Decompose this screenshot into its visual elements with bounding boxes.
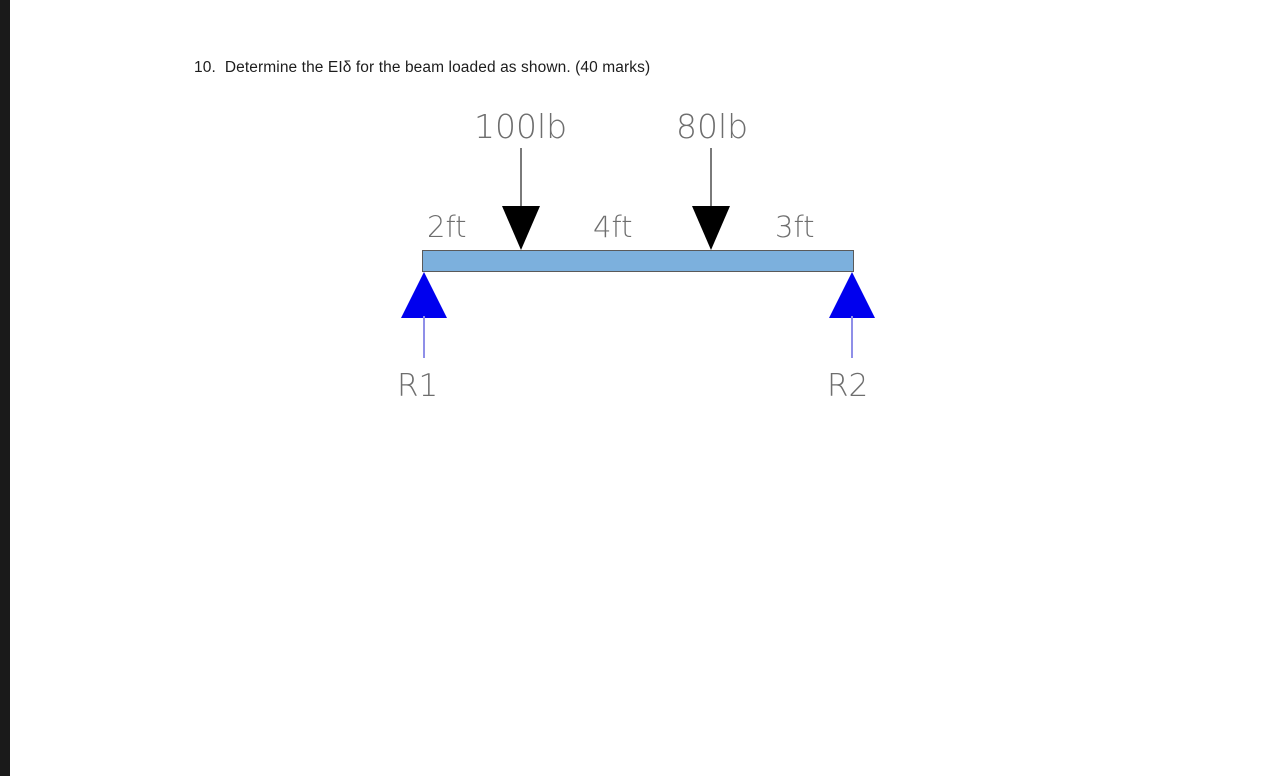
load-label-100lb: 100lb <box>474 107 568 146</box>
question-number: 10. <box>194 59 216 76</box>
question-heading: 10. Determine the EIδ for the beam loaded… <box>194 57 650 79</box>
dimension-label-3ft: 3ft <box>775 210 815 244</box>
dimension-label-2ft: 2ft <box>427 210 467 244</box>
load-arrow-head-icon <box>502 206 540 250</box>
question-text: Determine the EIδ for the beam loaded as… <box>224 59 651 76</box>
page-edge-bar <box>0 0 10 776</box>
reaction-leader-line <box>851 316 853 358</box>
reaction-label-r2: R2 <box>827 368 869 404</box>
load-arrow-head-icon <box>692 206 730 250</box>
load-label-80lb: 80lb <box>676 107 749 146</box>
support-triangle-icon <box>829 272 875 318</box>
support-triangle-icon <box>401 272 447 318</box>
load-arrow-stem <box>710 148 712 207</box>
beam-body <box>422 250 854 272</box>
dimension-label-4ft: 4ft <box>593 210 633 244</box>
load-arrow-stem <box>520 148 522 207</box>
reaction-label-r1: R1 <box>397 368 439 404</box>
reaction-leader-line <box>423 316 425 358</box>
